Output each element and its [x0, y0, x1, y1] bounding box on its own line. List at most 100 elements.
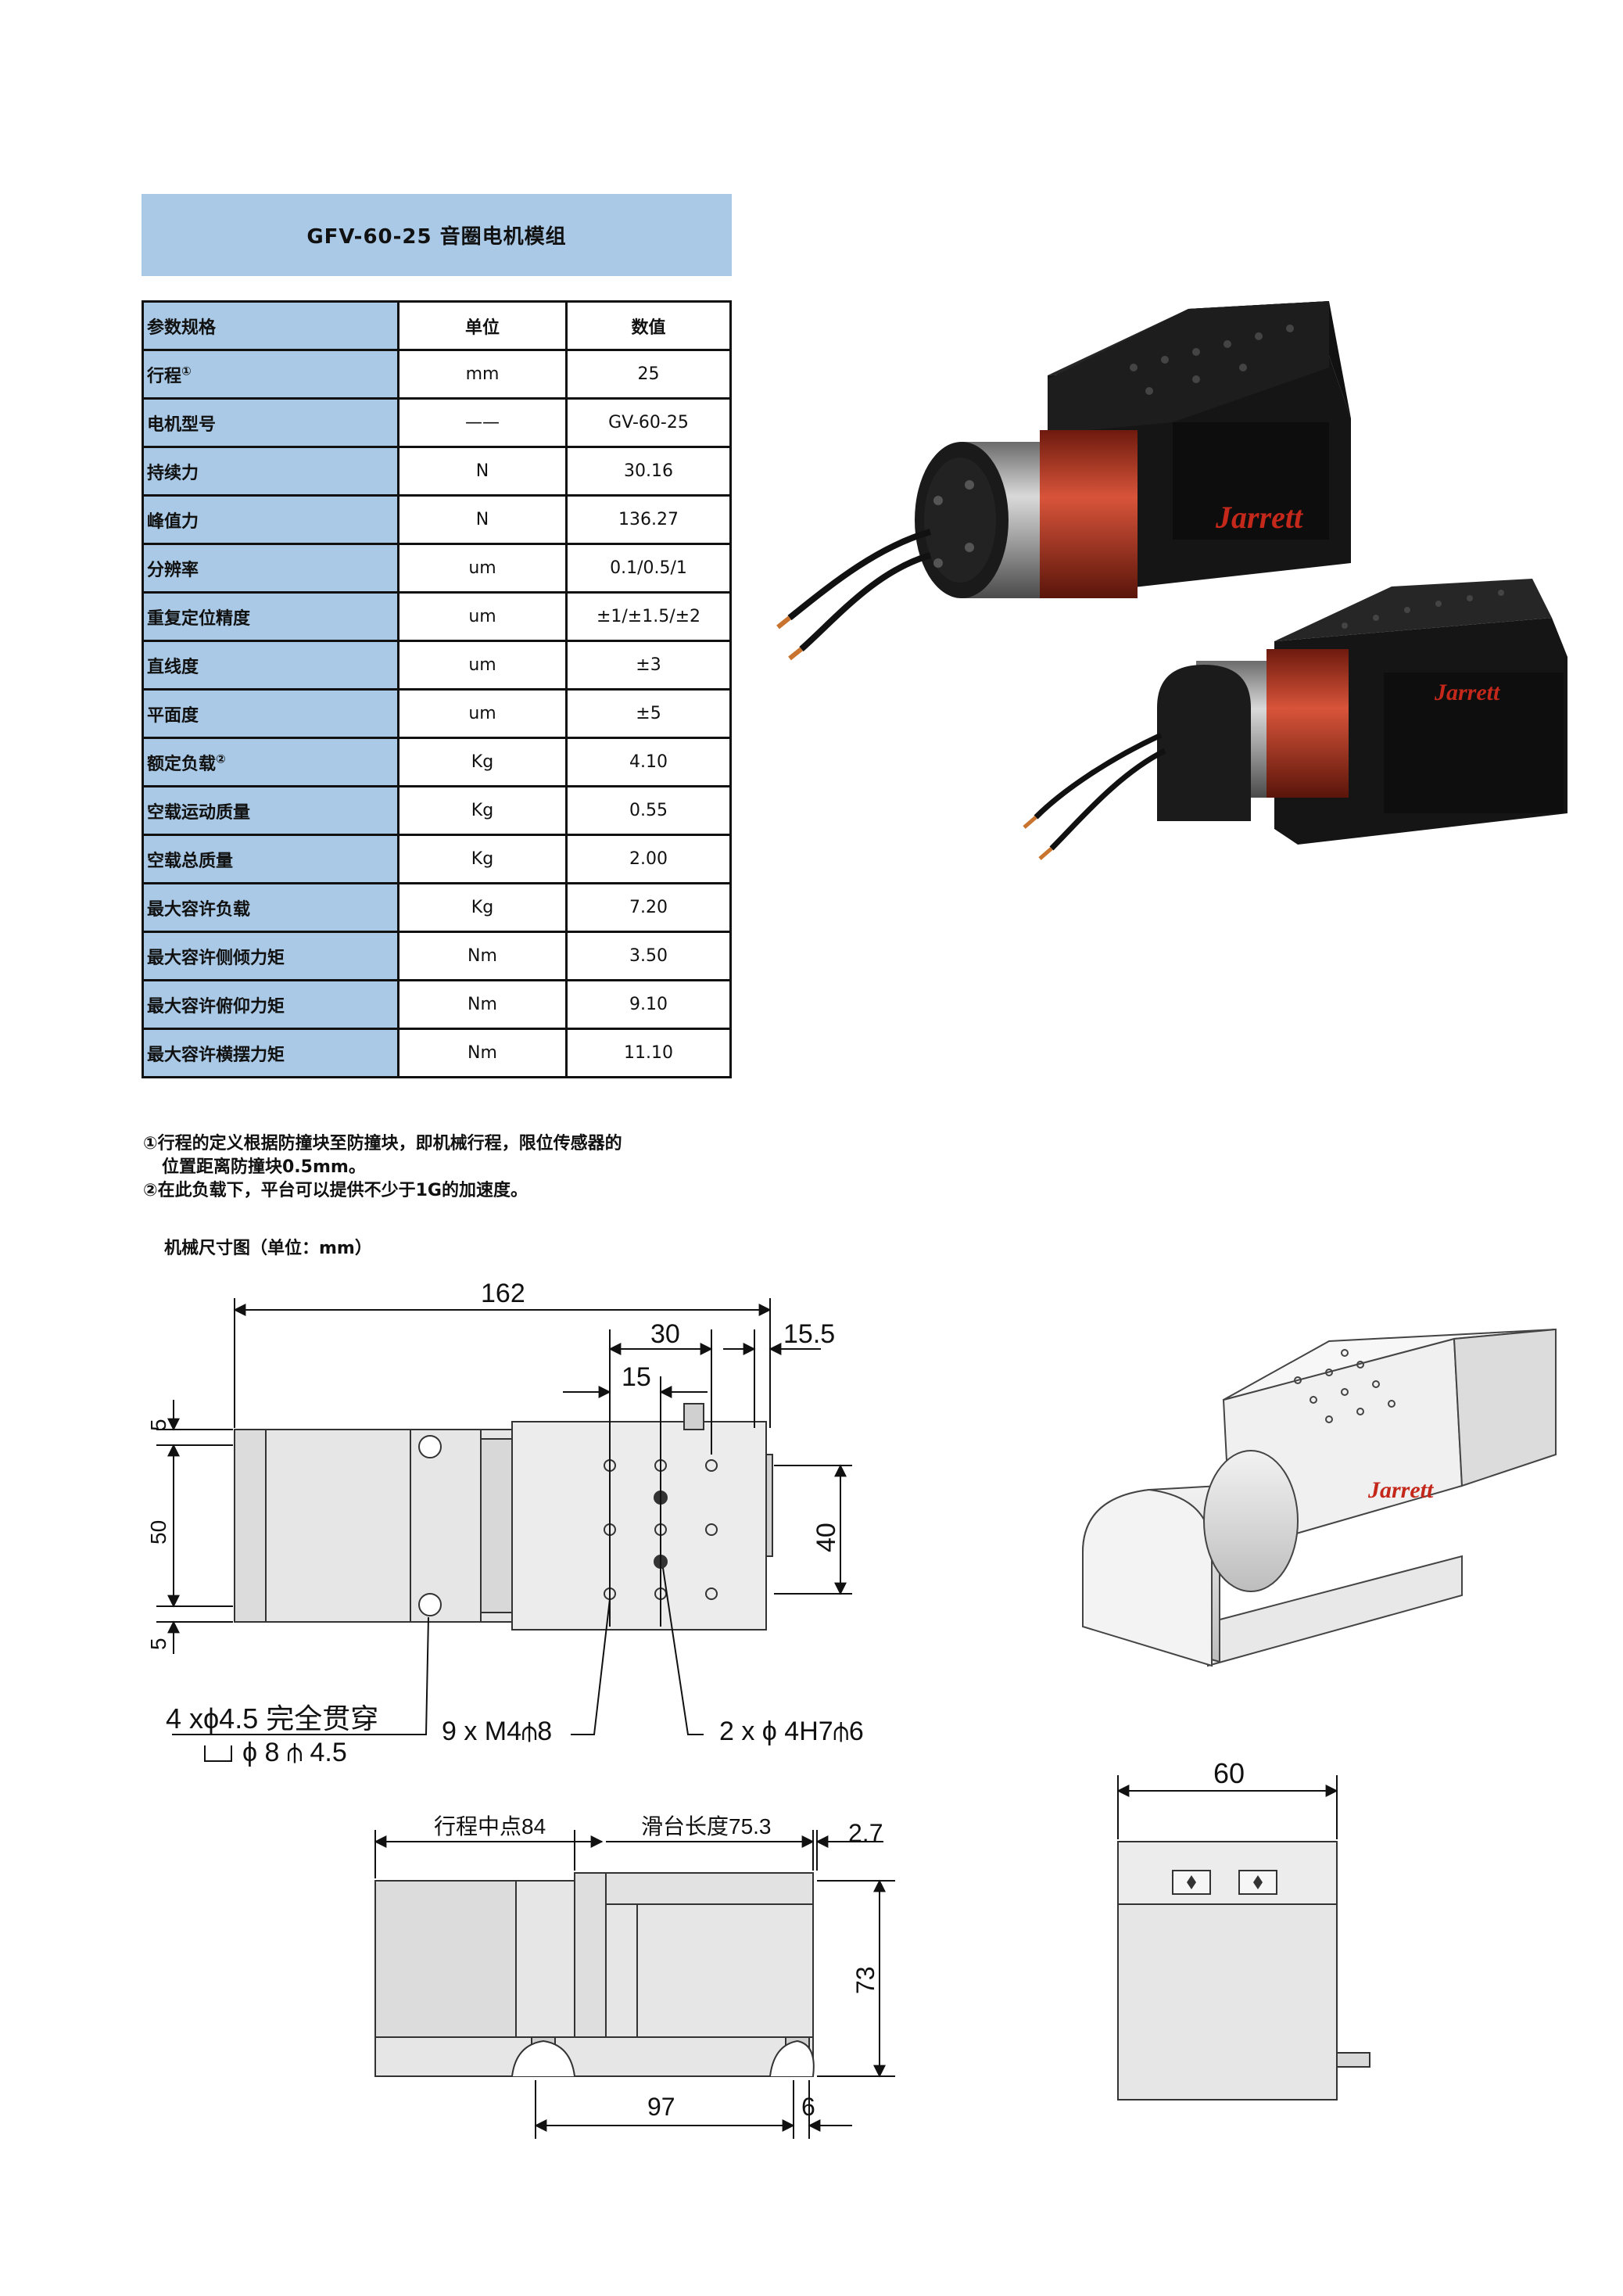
spec-value: 0.1/0.5/1: [565, 543, 732, 594]
spec-param: 最大容许负载: [142, 882, 399, 933]
spec-unit: um: [397, 591, 568, 642]
end-view-drawing: [1117, 1841, 1370, 2100]
spec-unit: Kg: [397, 882, 568, 933]
spec-param: 行程①: [142, 349, 399, 400]
spec-value: 2.00: [565, 834, 732, 884]
callout-tapped-holes: 9 x M4⫛8: [442, 1717, 552, 1746]
spec-value: 11.10: [565, 1028, 732, 1078]
dim-15-5: 15.5: [783, 1319, 835, 1349]
spec-unit: Nm: [397, 931, 568, 981]
header-value: 数值: [565, 300, 732, 351]
dim-162: 162: [481, 1279, 525, 1308]
note-1-line-1: ①行程的定义根据防撞块至防撞块，即机械行程，限位传感器的: [143, 1134, 622, 1153]
spec-param: 最大容许横摆力矩: [142, 1028, 399, 1078]
spec-param: 空载总质量: [142, 834, 399, 884]
dim-30: 30: [650, 1319, 680, 1349]
spec-unit: Kg: [397, 737, 568, 787]
spec-unit: ——: [397, 397, 568, 448]
dim-6: 6: [801, 2093, 815, 2121]
top-view-labels: 162 30 15 15.5 5 50 5 40 4 xϕ4.5 完全贯穿 ϕ …: [146, 1279, 864, 1767]
brand-logo-large: Jarrett: [1215, 500, 1304, 535]
footnote-marker: ②: [216, 752, 226, 766]
dim-60: 60: [1213, 1757, 1245, 1789]
spec-param: 最大容许俯仰力矩: [142, 979, 399, 1030]
spec-param: 电机型号: [142, 397, 399, 448]
spec-value: 9.10: [565, 979, 732, 1030]
end-view-dimensions: [1116, 1775, 1338, 1839]
spec-value: ±1/±1.5/±2: [565, 591, 732, 642]
dim-40: 40: [812, 1523, 841, 1552]
dim-stroke-center: 行程中点84: [434, 1814, 546, 1839]
note-1-line-2: 位置距离防撞块0.5mm。: [162, 1157, 366, 1177]
spec-value: ±5: [565, 688, 732, 739]
spec-value: 30.16: [565, 446, 732, 497]
side-view-dimensions: [374, 1830, 895, 2139]
spec-value: 3.50: [565, 931, 732, 981]
spec-param: 分辨率: [142, 543, 399, 594]
spec-unit: Nm: [397, 1028, 568, 1078]
dim-5-bottom: 5: [146, 1638, 170, 1650]
header-unit: 单位: [397, 300, 568, 351]
spec-param: 空载运动质量: [142, 785, 399, 836]
spec-param: 最大容许侧倾力矩: [142, 931, 399, 981]
dim-97: 97: [647, 2093, 675, 2121]
spec-unit: um: [397, 543, 568, 594]
dim-15: 15: [622, 1362, 651, 1392]
spec-title: GFV-60-25 音圈电机模组: [142, 194, 732, 276]
footnotes: ①行程的定义根据防撞块至防撞块，即机械行程，限位传感器的 位置距离防撞块0.5m…: [143, 1132, 622, 1203]
side-view-labels: 行程中点84 滑台长度75.3 2.7 73 97 6: [434, 1814, 883, 2121]
dim-73: 73: [851, 1966, 880, 1994]
spec-param: 直线度: [142, 640, 399, 691]
spec-unit: Kg: [397, 785, 568, 836]
top-view-drawing: [234, 1403, 773, 1631]
spec-row: 电机型号——GV-60-25: [142, 397, 732, 448]
header-param: 参数规格: [142, 300, 399, 351]
counterbore-symbol-icon: [204, 1745, 232, 1762]
spec-unit: N: [397, 446, 568, 497]
spec-value: 0.55: [565, 785, 732, 836]
brand-logo-iso: Jarrett: [1367, 1477, 1435, 1503]
spec-value: 25: [565, 349, 732, 400]
spec-value: 4.10: [565, 737, 732, 787]
note-2: ②在此负载下，平台可以提供不少于1G的加速度。: [143, 1181, 528, 1200]
spec-unit: N: [397, 494, 568, 545]
spec-unit: mm: [397, 349, 568, 400]
dim-5-top: 5: [146, 1419, 170, 1431]
spec-unit: Kg: [397, 834, 568, 884]
isometric-drawing: Jarrett: [1082, 1328, 1557, 1667]
product-photo-small: Jarrett: [1023, 579, 1567, 860]
footnote-marker: ①: [181, 364, 192, 378]
side-view-drawing: [374, 1872, 815, 2077]
spec-value: GV-60-25: [565, 397, 732, 448]
spec-table-header: 参数规格 单位 数值: [142, 300, 732, 351]
top-view-dimensions: [156, 1298, 852, 1735]
spec-param: 平面度: [142, 688, 399, 739]
spec-unit: um: [397, 640, 568, 691]
dim-50: 50: [146, 1520, 170, 1544]
dim-2-7: 2.7: [848, 1819, 883, 1847]
spec-unit: um: [397, 688, 568, 739]
spec-param: 峰值力: [142, 494, 399, 545]
product-photo-large: Jarrett: [776, 301, 1351, 661]
spec-param: 重复定位精度: [142, 591, 399, 642]
spec-value: 136.27: [565, 494, 732, 545]
callout-through-holes: 4 xϕ4.5 完全贯穿: [166, 1702, 378, 1735]
spec-value: ±3: [565, 640, 732, 691]
spec-param: 持续力: [142, 446, 399, 497]
spec-value: 7.20: [565, 882, 732, 933]
brand-logo-small: Jarrett: [1434, 680, 1501, 705]
dim-slide-length: 滑台长度75.3: [641, 1814, 772, 1839]
spec-unit: Nm: [397, 979, 568, 1030]
